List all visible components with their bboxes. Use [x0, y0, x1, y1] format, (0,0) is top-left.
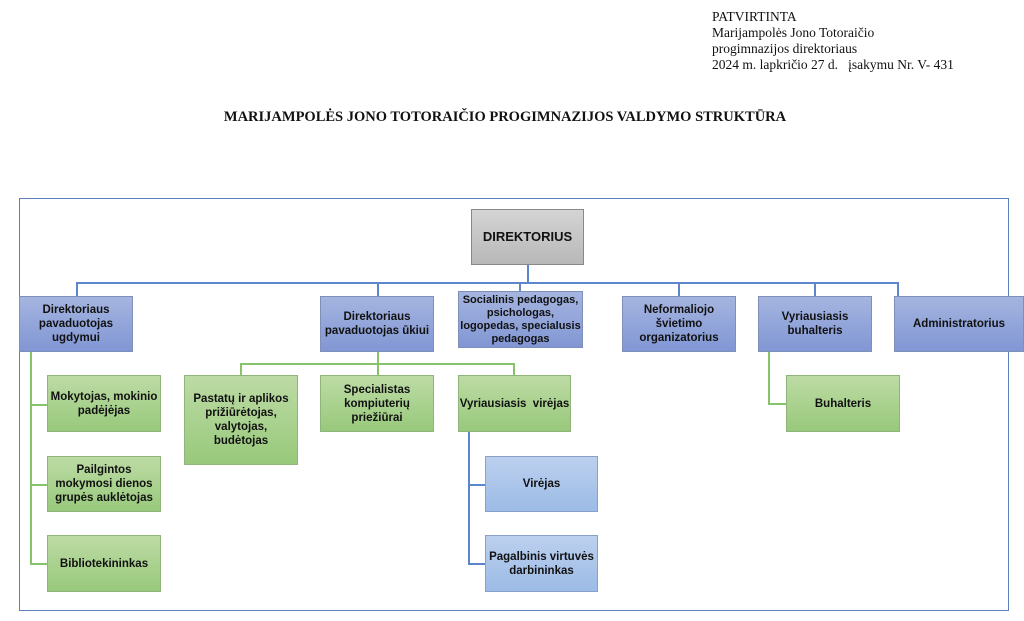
- node-support-specialists: Socialinis pedagogas, psichologas, logop…: [458, 291, 583, 348]
- node-computer-specialist: Specialistas kompiuterių priežiūrai: [320, 375, 434, 432]
- connector: [513, 363, 515, 375]
- connector: [76, 282, 899, 284]
- approval-line: Marijampolės Jono Totoraičio: [712, 25, 875, 40]
- connector: [814, 282, 816, 296]
- connector: [377, 282, 379, 296]
- node-chief-accountant: Vyriausiasis buhalteris: [758, 296, 872, 352]
- node-nonformal-organizer: Neformaliojo švietimo organizatorius: [622, 296, 736, 352]
- node-deputy-facilities: Direktoriaus pavaduotojas ūkiui: [320, 296, 434, 352]
- node-head-cook: Vyriausiasis virėjas: [458, 375, 571, 432]
- node-director: DIREKTORIUS: [471, 209, 584, 265]
- connector: [468, 484, 485, 486]
- node-teacher: Mokytojas, mokinio padėjėjas: [47, 375, 161, 432]
- document-title: MARIJAMPOLĖS JONO TOTORAIČIO PROGIMNAZIJ…: [223, 109, 787, 125]
- connector: [30, 484, 47, 486]
- node-administrator: Administratorius: [894, 296, 1024, 352]
- approval-line: 2024 m. lapkričio 27 d. įsakymu Nr. V- 4…: [712, 57, 954, 72]
- node-librarian: Bibliotekininkas: [47, 535, 161, 592]
- connector: [30, 352, 32, 565]
- connector: [768, 352, 770, 405]
- connector: [76, 282, 78, 296]
- connector: [527, 265, 529, 284]
- node-accountant: Buhalteris: [786, 375, 900, 432]
- approval-line: PATVIRTINTA: [712, 9, 797, 24]
- connector: [30, 404, 47, 406]
- org-chart-frame: [19, 198, 1009, 611]
- node-cook: Virėjas: [485, 456, 598, 512]
- connector: [240, 363, 242, 375]
- node-extended-day-educator: Pailgintos mokymosi dienos grupės auklėt…: [47, 456, 161, 512]
- node-building-caretaker: Pastatų ir aplikos prižiūrėtojas, valyto…: [184, 375, 298, 465]
- node-kitchen-helper: Pagalbinis virtuvės darbininkas: [485, 535, 598, 592]
- connector: [30, 563, 47, 565]
- connector: [768, 403, 786, 405]
- approval-line: progimnazijos direktoriaus: [712, 41, 858, 56]
- connector: [897, 282, 899, 296]
- node-deputy-education: Direktoriaus pavaduotojas ugdymui: [19, 296, 133, 352]
- connector: [519, 282, 521, 291]
- connector: [678, 282, 680, 296]
- approval-block: PATVIRTINTA Marijampolės Jono Totoraičio…: [712, 9, 954, 73]
- connector: [468, 563, 485, 565]
- connector: [468, 432, 470, 565]
- connector: [240, 363, 515, 365]
